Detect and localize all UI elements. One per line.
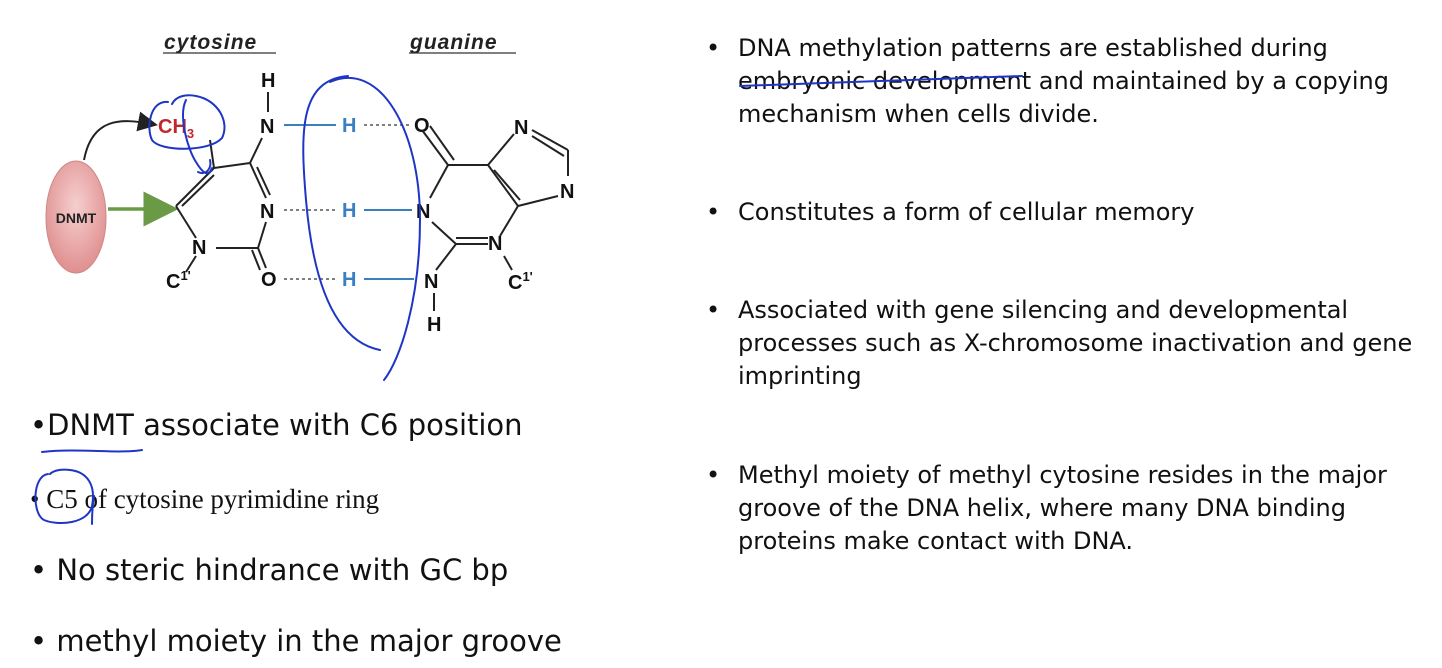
- atom-n7: N: [514, 117, 528, 139]
- right-bullet-1-text: DNA methylation patterns are established…: [738, 34, 1389, 128]
- bullet-marker: •: [706, 34, 721, 62]
- guanine-header: guanine: [409, 31, 498, 54]
- cytosine-header: cytosine: [164, 31, 257, 54]
- right-bullet-4-text: Methyl moiety of methyl cytosine resides…: [738, 461, 1387, 555]
- hydrogen-1: H: [342, 115, 356, 137]
- atom-h-top: H: [261, 70, 275, 92]
- atom-n-amino-guanine: N: [424, 271, 438, 293]
- embryonic-development-ink: [739, 75, 1023, 87]
- right-bullet-2-text: Constitutes a form of cellular memory: [738, 198, 1195, 226]
- left-bullet-3-text: No steric hindrance with GC bp: [56, 553, 509, 587]
- right-bullet-3-text: Associated with gene silencing and devel…: [738, 296, 1413, 390]
- dnmt-underline-ink: [41, 449, 143, 453]
- dnmt-enzyme-label: DNMT: [56, 210, 97, 226]
- left-bullet-4: • methyl moiety in the major groove: [30, 624, 562, 658]
- bullet-marker: •: [706, 461, 721, 489]
- c5-circle-ink: [34, 468, 95, 525]
- pen-annotations: [148, 75, 422, 381]
- left-bullet-1: •DNMT associate with C6 position: [30, 408, 523, 442]
- left-bullet-4-text: methyl moiety in the major groove: [56, 624, 562, 658]
- atom-o2: O: [261, 269, 277, 291]
- hydrogen-3: H: [342, 269, 356, 291]
- bullet-marker: •: [706, 296, 721, 324]
- left-bullet-2: • C5 of cytosine pyrimidine ring: [30, 484, 379, 515]
- atom-n9: N: [560, 181, 574, 203]
- dnmt-enzyme: [45, 160, 107, 274]
- bullet-marker: •: [30, 553, 48, 587]
- atom-n1: N: [192, 237, 206, 259]
- cytosine-guanine-diagram: cytosine guanine DNMT H N N N O C1' CH3 …: [45, 31, 574, 381]
- cytosine-ring: [175, 92, 271, 273]
- atom-n3-guanine: N: [488, 233, 502, 255]
- atom-n1-guanine: N: [416, 201, 430, 223]
- atom-n3: N: [260, 201, 274, 223]
- bullet-marker: •: [30, 624, 48, 658]
- atom-c1-cytosine: C1': [166, 268, 191, 293]
- dnmt-term: DNMT: [47, 408, 134, 442]
- hydrogen-2: H: [342, 200, 356, 222]
- atom-o6: O: [414, 115, 430, 137]
- left-bullet-2-text: C5 of cytosine pyrimidine ring: [46, 484, 380, 514]
- methyl-group: CH3: [158, 116, 194, 141]
- left-bullet-3: • No steric hindrance with GC bp: [30, 553, 508, 587]
- atom-h-bottom: H: [427, 314, 441, 336]
- left-bullet-1-text: associate with C6 position: [133, 408, 523, 442]
- bullet-marker: •: [706, 198, 721, 226]
- methyl-transfer-arrow: [83, 111, 158, 161]
- bullet-marker: •: [30, 408, 48, 442]
- atom-n-amino: N: [260, 116, 274, 138]
- guanine-ring: [421, 125, 569, 271]
- atom-c1-guanine: C1': [508, 269, 533, 294]
